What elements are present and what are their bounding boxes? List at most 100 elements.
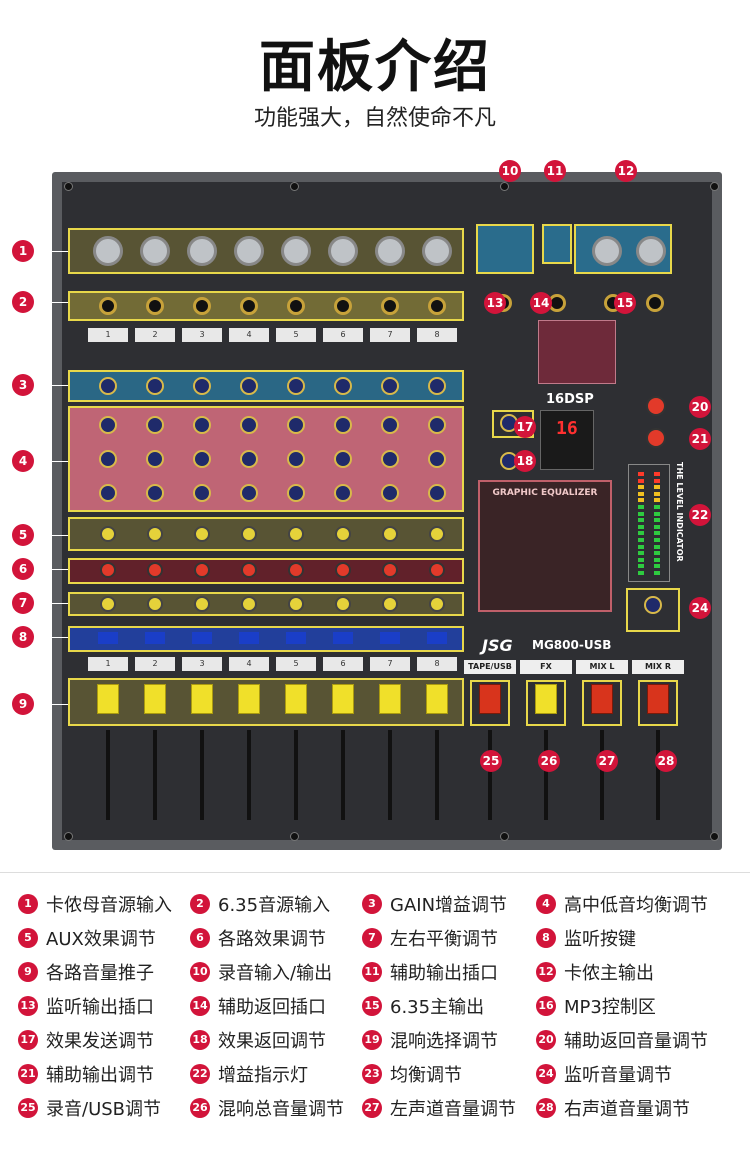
jack-input-icon[interactable] (334, 297, 352, 315)
pfl-button[interactable] (333, 632, 353, 644)
bus-fader[interactable] (479, 684, 501, 714)
channel-fader[interactable] (285, 684, 307, 714)
eq-knob[interactable] (99, 416, 117, 434)
jack-input-icon[interactable] (428, 297, 446, 315)
eq-knob[interactable] (287, 484, 305, 502)
eq-knob[interactable] (428, 450, 446, 468)
xlr-output-icon[interactable] (636, 236, 666, 266)
aux-knob[interactable] (382, 526, 398, 542)
pan-knob[interactable] (335, 596, 351, 612)
aux-return-knob[interactable] (646, 396, 666, 416)
eq-knob[interactable] (99, 450, 117, 468)
aux-knob[interactable] (147, 526, 163, 542)
eq-knob[interactable] (334, 450, 352, 468)
xlr-input-icon[interactable] (281, 236, 311, 266)
eq-knob[interactable] (334, 484, 352, 502)
aux-knob[interactable] (429, 526, 445, 542)
aux-knob[interactable] (288, 526, 304, 542)
eq-knob[interactable] (287, 416, 305, 434)
fx-knob[interactable] (288, 562, 304, 578)
bus-fader[interactable] (647, 684, 669, 714)
graphic-equalizer[interactable]: GRAPHIC EQUALIZER (478, 480, 612, 612)
eq-knob[interactable] (193, 416, 211, 434)
gain-knob[interactable] (381, 377, 399, 395)
gain-knob[interactable] (99, 377, 117, 395)
eq-knob[interactable] (240, 416, 258, 434)
eq-knob[interactable] (428, 484, 446, 502)
fx-knob[interactable] (335, 562, 351, 578)
pfl-button[interactable] (427, 632, 447, 644)
eq-knob[interactable] (193, 484, 211, 502)
eq-knob[interactable] (146, 484, 164, 502)
eq-knob[interactable] (99, 484, 117, 502)
eq-knob[interactable] (193, 450, 211, 468)
jack-input-icon[interactable] (287, 297, 305, 315)
aux-knob[interactable] (241, 526, 257, 542)
pfl-button[interactable] (192, 632, 212, 644)
aux-knob[interactable] (100, 526, 116, 542)
aux-output-knob[interactable] (646, 428, 666, 448)
bus-fader[interactable] (535, 684, 557, 714)
pan-knob[interactable] (147, 596, 163, 612)
gain-knob[interactable] (240, 377, 258, 395)
xlr-input-icon[interactable] (422, 236, 452, 266)
channel-fader[interactable] (238, 684, 260, 714)
mp3-control-area[interactable] (538, 320, 616, 384)
channel-fader[interactable] (144, 684, 166, 714)
xlr-input-icon[interactable] (234, 236, 264, 266)
eq-knob[interactable] (146, 450, 164, 468)
channel-fader[interactable] (379, 684, 401, 714)
gain-knob[interactable] (428, 377, 446, 395)
jack-input-icon[interactable] (193, 297, 211, 315)
jack-input-icon[interactable] (146, 297, 164, 315)
xlr-input-icon[interactable] (187, 236, 217, 266)
eq-knob[interactable] (381, 416, 399, 434)
gain-knob[interactable] (287, 377, 305, 395)
eq-knob[interactable] (381, 484, 399, 502)
eq-knob[interactable] (287, 450, 305, 468)
pan-knob[interactable] (100, 596, 116, 612)
pfl-button[interactable] (239, 632, 259, 644)
phones-level-knob[interactable] (644, 596, 662, 614)
xlr-input-icon[interactable] (93, 236, 123, 266)
pfl-button[interactable] (98, 632, 118, 644)
xlr-input-icon[interactable] (328, 236, 358, 266)
jack-input-icon[interactable] (99, 297, 117, 315)
pfl-button[interactable] (380, 632, 400, 644)
aux-knob[interactable] (335, 526, 351, 542)
xlr-output-icon[interactable] (592, 236, 622, 266)
aux-knob[interactable] (194, 526, 210, 542)
gain-knob[interactable] (193, 377, 211, 395)
pfl-button[interactable] (286, 632, 306, 644)
gain-knob[interactable] (146, 377, 164, 395)
fx-knob[interactable] (194, 562, 210, 578)
channel-fader[interactable] (97, 684, 119, 714)
pan-knob[interactable] (194, 596, 210, 612)
fx-knob[interactable] (382, 562, 398, 578)
eq-knob[interactable] (240, 450, 258, 468)
main-out-jack-icon[interactable] (646, 294, 664, 312)
fx-knob[interactable] (100, 562, 116, 578)
pan-knob[interactable] (429, 596, 445, 612)
xlr-input-icon[interactable] (375, 236, 405, 266)
pan-knob[interactable] (288, 596, 304, 612)
fx-knob[interactable] (429, 562, 445, 578)
gain-knob[interactable] (334, 377, 352, 395)
eq-knob[interactable] (381, 450, 399, 468)
jack-input-icon[interactable] (240, 297, 258, 315)
pan-knob[interactable] (241, 596, 257, 612)
fx-knob[interactable] (147, 562, 163, 578)
eq-knob[interactable] (146, 416, 164, 434)
xlr-input-icon[interactable] (140, 236, 170, 266)
channel-fader[interactable] (332, 684, 354, 714)
jack-input-icon[interactable] (381, 297, 399, 315)
eq-knob[interactable] (428, 416, 446, 434)
eq-knob[interactable] (334, 416, 352, 434)
channel-fader[interactable] (426, 684, 448, 714)
pfl-button[interactable] (145, 632, 165, 644)
channel-fader[interactable] (191, 684, 213, 714)
fx-knob[interactable] (241, 562, 257, 578)
eq-knob[interactable] (240, 484, 258, 502)
bus-fader[interactable] (591, 684, 613, 714)
pan-knob[interactable] (382, 596, 398, 612)
